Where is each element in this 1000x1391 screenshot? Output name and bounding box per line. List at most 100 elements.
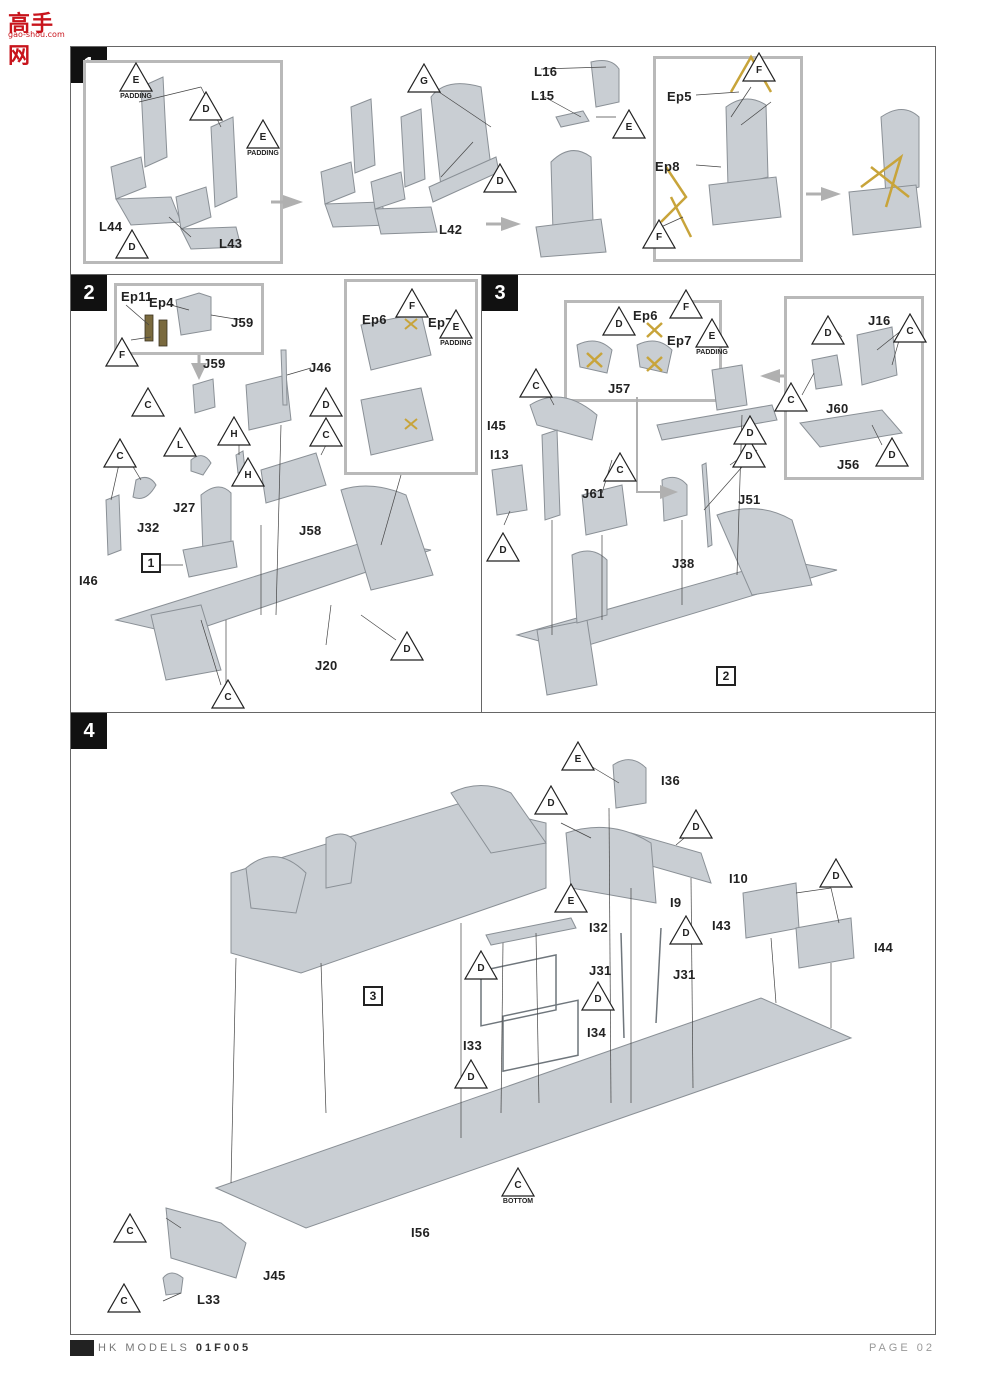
callout-triangle: F bbox=[395, 288, 429, 318]
step-3-illustration bbox=[491, 319, 903, 696]
part-label: Ep6 bbox=[362, 312, 387, 327]
callout-triangle: D bbox=[454, 1059, 488, 1089]
callout-triangle: D bbox=[390, 631, 424, 661]
part-label: J32 bbox=[137, 520, 160, 535]
part-label: L16 bbox=[534, 64, 558, 79]
step-reference: 1 bbox=[141, 553, 161, 573]
callout-triangle: C bbox=[309, 417, 343, 447]
part-label: Ep6 bbox=[633, 308, 658, 323]
part-label: J51 bbox=[738, 492, 761, 507]
part-label: L44 bbox=[99, 219, 123, 234]
footer-brand: HK MODELS 01F005 bbox=[98, 1342, 251, 1354]
callout-triangle: D bbox=[115, 229, 149, 259]
part-label: I10 bbox=[729, 871, 748, 886]
part-label: J45 bbox=[263, 1268, 286, 1283]
callout-triangle: L bbox=[163, 427, 197, 457]
callout-triangle: D bbox=[464, 950, 498, 980]
step-3-console-box bbox=[784, 296, 924, 480]
part-label: L43 bbox=[219, 236, 243, 251]
step-3-panel: 3 bbox=[481, 274, 936, 714]
part-label: I46 bbox=[79, 573, 98, 588]
callout-triangle: D bbox=[733, 415, 767, 445]
page-number: PAGE 02 bbox=[868, 1342, 935, 1354]
callout-triangle: C bbox=[519, 368, 553, 398]
callout-triangle: C bbox=[103, 438, 137, 468]
callout-triangle: F bbox=[642, 219, 676, 249]
callout-triangle: E bbox=[612, 109, 646, 139]
footer-code: 01F005 bbox=[195, 1342, 252, 1354]
callout-triangle: D bbox=[819, 858, 853, 888]
callout-triangle: H bbox=[217, 416, 251, 446]
part-label: I56 bbox=[411, 1225, 430, 1240]
site-logo-url: gao-shou.com bbox=[8, 30, 65, 39]
part-label: I33 bbox=[463, 1038, 482, 1053]
part-label: J27 bbox=[173, 500, 196, 515]
part-label: Ep4 bbox=[149, 295, 174, 310]
part-label: J56 bbox=[837, 457, 860, 472]
part-label: I13 bbox=[490, 447, 509, 462]
hk-models-logo bbox=[70, 1340, 94, 1356]
part-label: I34 bbox=[587, 1025, 606, 1040]
footer-brand-name: HK MODELS bbox=[98, 1342, 190, 1354]
part-label: Ep8 bbox=[655, 159, 680, 174]
callout-triangle: C bbox=[211, 679, 245, 709]
part-label: J57 bbox=[608, 381, 631, 396]
callout-triangle: D bbox=[875, 437, 909, 467]
part-label: J61 bbox=[582, 486, 605, 501]
callout-triangle: D bbox=[189, 91, 223, 121]
callout-triangle: D bbox=[679, 809, 713, 839]
part-label: Ep7 bbox=[667, 333, 692, 348]
part-label: J46 bbox=[309, 360, 332, 375]
step-3-number: 3 bbox=[482, 275, 518, 311]
callout-triangle: D bbox=[669, 915, 703, 945]
step-2-panel: 2 bbox=[70, 274, 483, 714]
part-label: Ep5 bbox=[667, 89, 692, 104]
part-label: J16 bbox=[868, 313, 891, 328]
callout-triangle: E bbox=[561, 741, 595, 771]
part-label: I45 bbox=[487, 418, 506, 433]
part-label: L42 bbox=[439, 222, 463, 237]
part-label: L15 bbox=[531, 88, 555, 103]
callout-triangle: D bbox=[483, 163, 517, 193]
part-label: Ep11 bbox=[121, 289, 153, 304]
part-label: I9 bbox=[670, 895, 682, 910]
callout-triangle: C bbox=[893, 313, 927, 343]
callout-triangle: D bbox=[534, 785, 568, 815]
part-label: I36 bbox=[661, 773, 680, 788]
callout-triangle: C bbox=[107, 1283, 141, 1313]
part-label: J20 bbox=[315, 658, 338, 673]
part-label: J38 bbox=[672, 556, 695, 571]
callout-triangle: D bbox=[811, 315, 845, 345]
callout-triangle: H bbox=[231, 457, 265, 487]
callout-triangle: C bbox=[603, 452, 637, 482]
step-1-panel: 1 bbox=[70, 46, 936, 276]
callout-triangle: C bbox=[774, 382, 808, 412]
callout-triangle: D bbox=[602, 306, 636, 336]
step-reference: 2 bbox=[716, 666, 736, 686]
callout-triangle: D bbox=[732, 438, 766, 468]
part-label: I43 bbox=[712, 918, 731, 933]
step-4-illustration bbox=[162, 759, 855, 1302]
callout-triangle: D bbox=[581, 981, 615, 1011]
callout-triangle: C bbox=[131, 387, 165, 417]
callout-triangle: E bbox=[554, 883, 588, 913]
part-label: J60 bbox=[826, 401, 849, 416]
part-label: L33 bbox=[197, 1292, 221, 1307]
part-label: I44 bbox=[874, 940, 893, 955]
callout-triangle: D bbox=[486, 532, 520, 562]
callout-triangle: F bbox=[105, 337, 139, 367]
part-label: I32 bbox=[589, 920, 608, 935]
step-reference: 3 bbox=[363, 986, 383, 1006]
callout-triangle: C bbox=[113, 1213, 147, 1243]
part-label: J58 bbox=[299, 523, 322, 538]
callout-triangle: G bbox=[407, 63, 441, 93]
step-2-illustration bbox=[105, 292, 434, 686]
callout-triangle: F bbox=[669, 289, 703, 319]
part-label: J59 bbox=[231, 315, 254, 330]
step-2-number: 2 bbox=[71, 275, 107, 311]
